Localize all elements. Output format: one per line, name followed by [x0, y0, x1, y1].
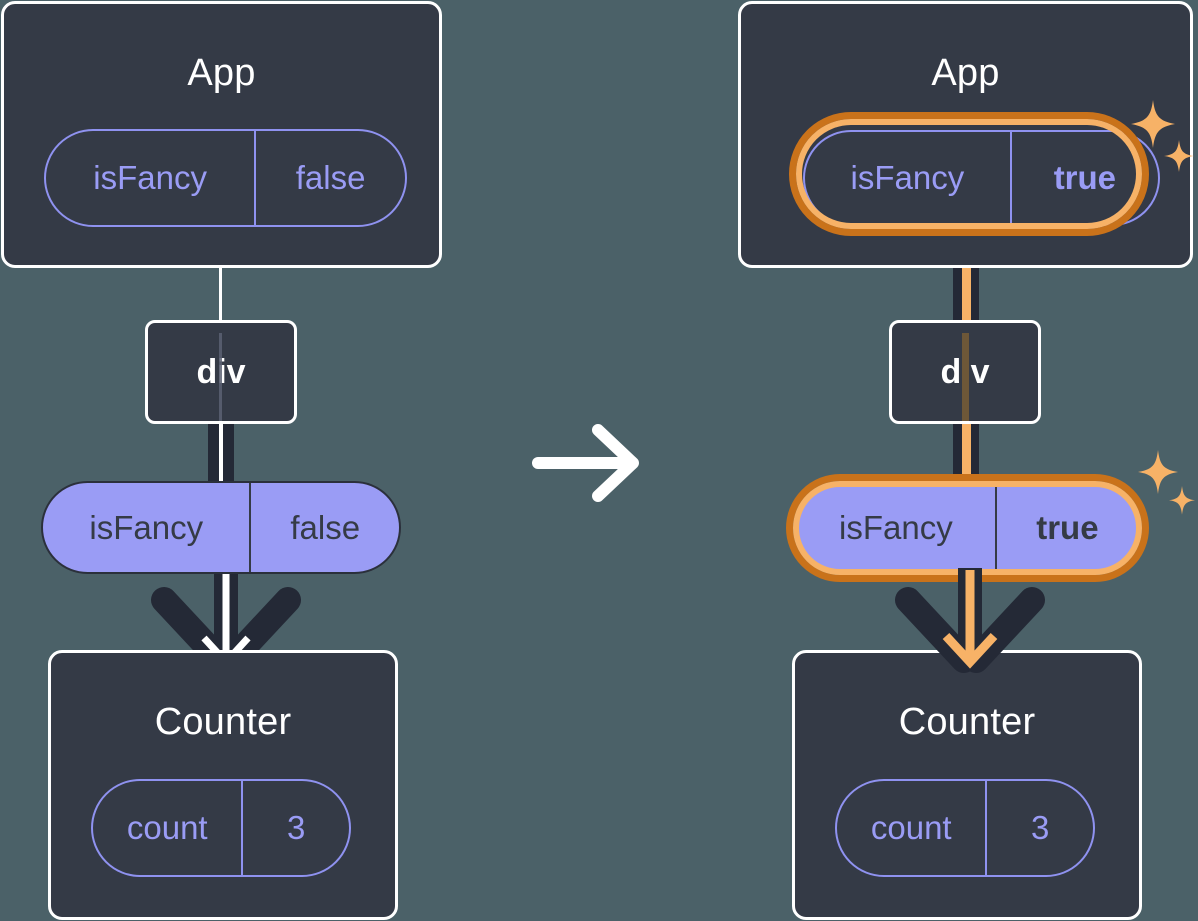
component-box-counter-after[interactable]: Counter count 3	[792, 650, 1142, 920]
prop-pill-key-after: isFancy	[839, 509, 953, 546]
connector-through-div-right	[962, 333, 969, 421]
component-title-counter-after: Counter	[898, 701, 1036, 743]
component-title-counter-before: Counter	[154, 701, 292, 743]
state-pill-value-app-before: false	[254, 131, 405, 225]
state-pill-counter-after[interactable]: count 3	[835, 779, 1095, 877]
state-pill-key-app-before: isFancy	[93, 159, 207, 196]
component-box-counter-before[interactable]: Counter count 3	[48, 650, 398, 920]
sparkle-icon-app-after	[1131, 100, 1194, 172]
state-pill-value-counter-before: 3	[241, 781, 349, 875]
connector-through-div-left	[219, 333, 222, 421]
state-pill-key-app-after: isFancy	[850, 159, 965, 196]
state-pill-counter-before[interactable]: count 3	[91, 779, 351, 877]
prop-pill-after[interactable]: isFancy true	[795, 483, 1140, 573]
state-pill-key-counter-before: count	[126, 809, 208, 846]
prop-pill-before[interactable]: isFancy false	[41, 481, 401, 574]
connector-app-to-div-left	[219, 268, 222, 320]
state-pill-app-after[interactable]: isFancy true	[803, 130, 1160, 226]
connector-app-to-div-core-right	[962, 222, 971, 322]
component-box-app-before[interactable]: App isFancy false	[1, 1, 442, 268]
prop-pill-value-before: false	[249, 483, 399, 572]
state-pill-key-counter-after: count	[870, 809, 952, 846]
component-box-app-after[interactable]: App isFancy true	[738, 1, 1193, 268]
state-pill-value-app-after: true	[1009, 132, 1158, 224]
connector-div-to-pill-core-right	[962, 423, 971, 485]
transition-arrow-icon	[532, 424, 639, 502]
component-title-app-after: App	[931, 52, 1000, 94]
prop-pill-key-before: isFancy	[89, 508, 204, 546]
sparkle-icon-prop-after	[1138, 450, 1195, 515]
component-title-app-before: App	[187, 52, 256, 94]
arrow-pill-to-counter-after	[895, 568, 1045, 673]
prop-pill-value-after: true	[994, 485, 1138, 571]
state-pill-app-before[interactable]: isFancy false	[44, 129, 407, 227]
connector-div-to-pill-core-left	[219, 423, 223, 485]
state-pill-value-counter-after: 3	[985, 781, 1093, 875]
